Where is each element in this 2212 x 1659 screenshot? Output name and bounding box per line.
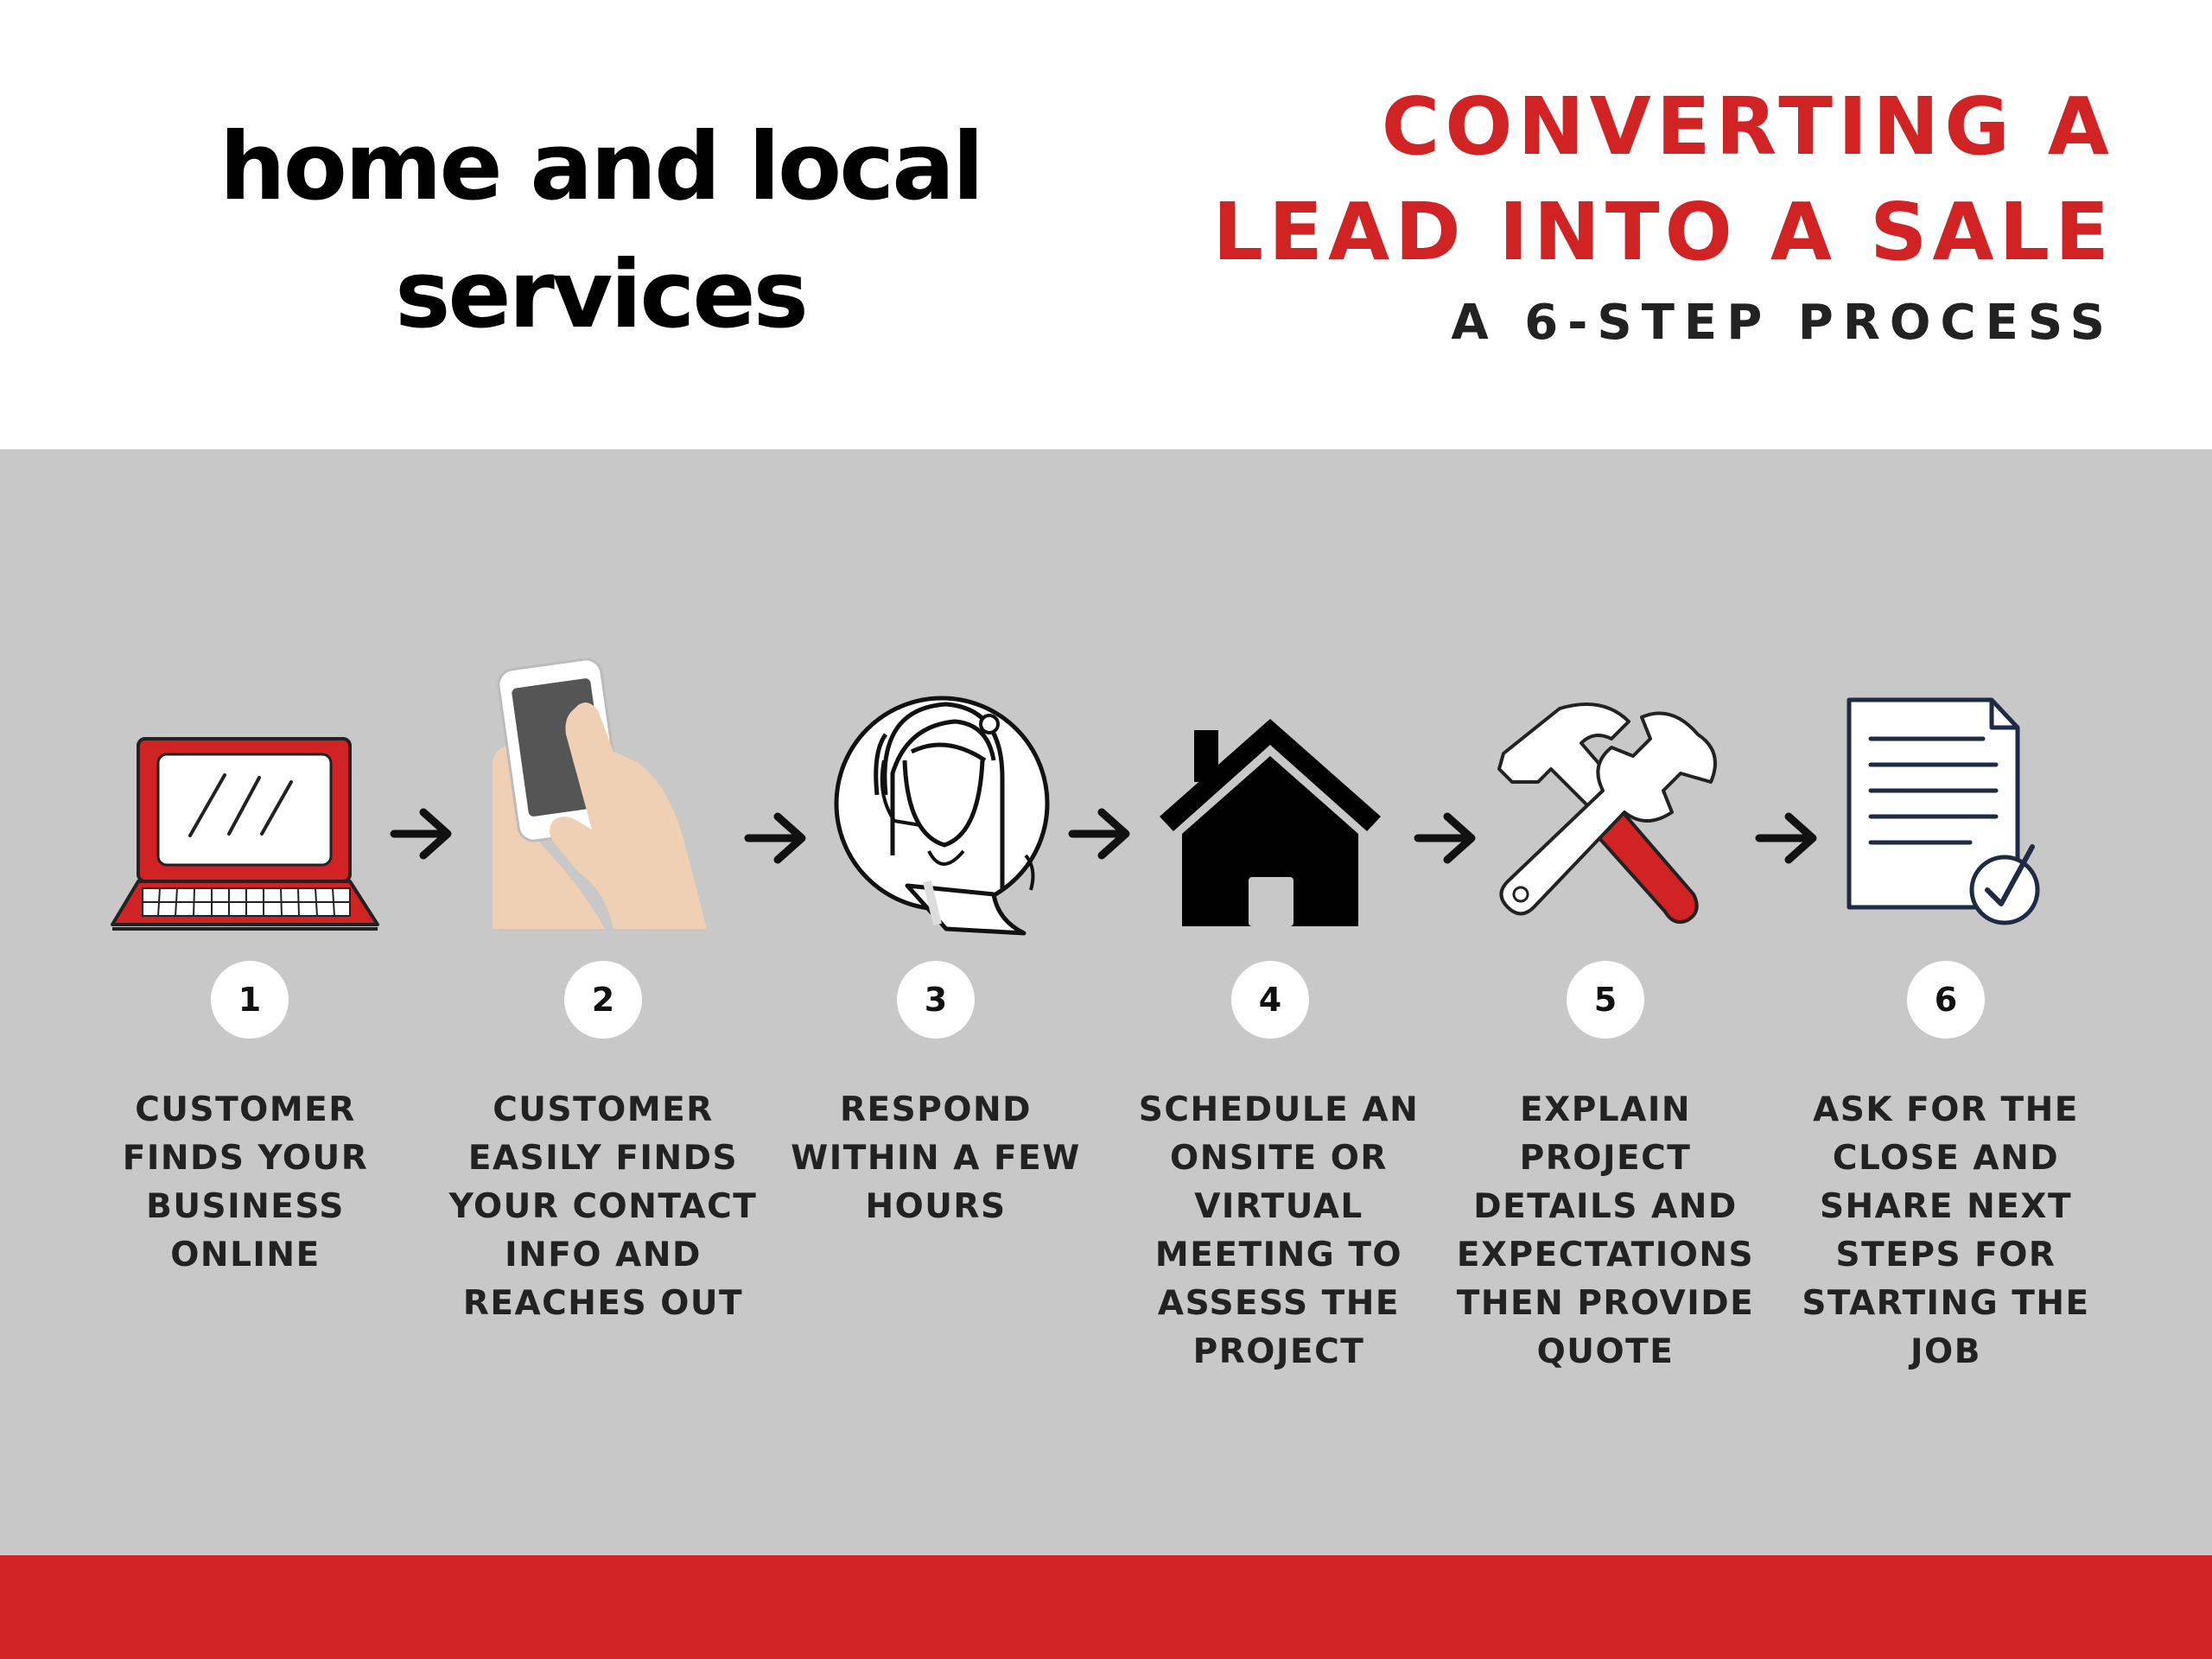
step-description: SCHEDULE AN ONSITE OR VIRTUAL MEETING TO… <box>1138 1090 1420 1371</box>
page-title: CONVERTING A LEAD INTO A SALE <box>991 74 2114 285</box>
header: home and local services CONVERTING A LEA… <box>0 0 2212 449</box>
step-description: CUSTOMER FINDS YOUR BUSINESS ONLINE <box>122 1090 369 1274</box>
title-line-2: LEAD INTO A SALE <box>1212 186 2114 278</box>
step-number: 5 <box>1567 961 1644 1039</box>
step-number: 2 <box>564 961 642 1039</box>
title-line-1: CONVERTING A <box>1381 80 2114 173</box>
customer-service-agent-icon <box>834 696 1050 936</box>
house-icon <box>1160 719 1381 926</box>
smartphone-hand-icon <box>493 658 707 929</box>
step-description: CUSTOMER EASILY FINDS YOUR CONTACT INFO … <box>448 1090 758 1323</box>
step-number: 3 <box>897 961 975 1039</box>
arrow-right-icon <box>1414 812 1476 864</box>
brand-name: home and local services <box>219 113 984 349</box>
steps-panel <box>0 449 2212 1555</box>
arrow-right-icon <box>1068 808 1130 860</box>
footer-bar <box>0 1555 2212 1659</box>
page-subtitle: A 6-STEP PROCESS <box>1451 295 2114 351</box>
step-description: RESPOND WITHIN A FEW HOURS <box>791 1090 1081 1226</box>
arrow-right-icon <box>1755 812 1817 864</box>
step-number: 6 <box>1907 961 1985 1039</box>
laptop-icon <box>111 737 379 931</box>
step-number: 4 <box>1231 961 1309 1039</box>
step-description: EXPLAIN PROJECT DETAILS AND EXPECTATIONS… <box>1456 1090 1755 1371</box>
step-description: ASK FOR THE CLOSE AND SHARE NEXT STEPS F… <box>1802 1090 2090 1371</box>
step-number: 1 <box>211 961 289 1039</box>
arrow-right-icon <box>390 808 452 860</box>
hammer-wrench-icon <box>1497 702 1717 924</box>
arrow-right-icon <box>744 812 806 864</box>
document-check-icon <box>1847 697 2040 925</box>
